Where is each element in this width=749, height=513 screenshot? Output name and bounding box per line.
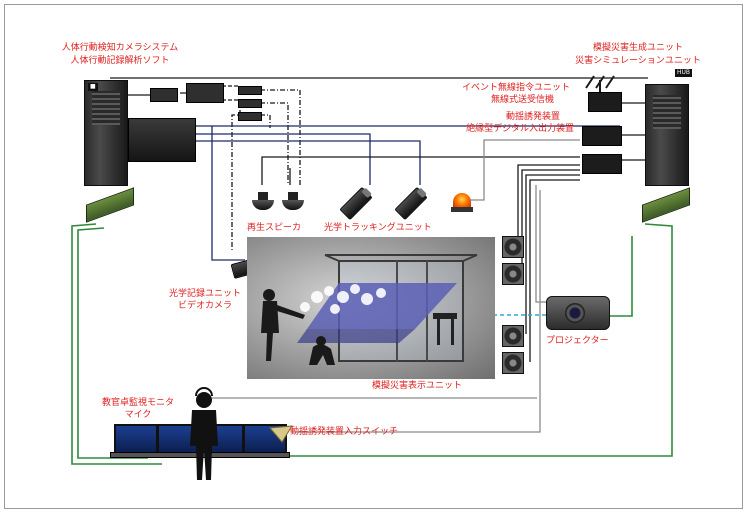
agitation-device-label: 動揺誘発装置 <box>505 112 560 122</box>
switch-icon <box>268 425 293 443</box>
left-pc-badge: ■ <box>88 83 98 91</box>
behavior-software-label: 人体行動記録解析ソフト <box>70 56 170 66</box>
wire-spk-1 <box>517 164 580 245</box>
warning-beacon-icon <box>451 193 473 212</box>
monitor-1 <box>114 424 158 454</box>
wire-dashed-6 <box>231 100 241 250</box>
left-converter-3 <box>238 112 262 121</box>
disaster-sim-unit-label: 災害シミュレーションユニット <box>575 56 701 66</box>
wireless-transceiver-device <box>588 92 622 112</box>
wire-navy-4 <box>211 126 245 261</box>
wire-spk-2 <box>521 169 580 272</box>
wire-green-right <box>240 223 673 457</box>
left-hub <box>150 88 178 102</box>
side-speaker-2 <box>502 263 524 285</box>
camera-system-label: 人体行動検知カメラシステム <box>61 43 179 53</box>
projector-label: プロジェクター <box>546 336 609 346</box>
microphone-label: マイク <box>124 410 152 420</box>
wire-spk-3 <box>525 174 580 334</box>
wire-gray-projector <box>535 185 548 303</box>
wire-gray-switch <box>295 190 541 433</box>
agitation-switch-label: 動揺誘発装置入力スイッチ <box>290 427 399 437</box>
wire-dashed-4 <box>260 102 289 185</box>
diagram-frame <box>4 4 743 509</box>
instructor-silhouette <box>190 387 218 480</box>
optical-record-unit-label: 光学記録ユニット <box>168 289 241 299</box>
wire-green-projector <box>610 236 633 317</box>
wire-green-left <box>71 223 162 465</box>
antenna-icon <box>585 75 615 92</box>
side-speaker-3 <box>502 325 524 347</box>
wire-io-to-beacon <box>470 139 580 201</box>
wire-navy-2 <box>195 140 421 185</box>
wireless-transceiver-label: 無線式送受信機 <box>490 95 554 105</box>
agitation-device-box <box>582 126 622 146</box>
wire-green-left-2 <box>77 227 148 459</box>
playback-speaker-label: 再生スピーカ <box>247 223 302 233</box>
left-pc-tower: ■ <box>84 80 128 186</box>
left-device-box <box>128 118 196 162</box>
wire-navy-1 <box>195 133 371 185</box>
left-controller <box>186 83 224 103</box>
disaster-gen-unit-label: 模擬災害生成ユニット <box>592 43 683 53</box>
isolated-digital-io-label: 絶縁型デジタル入出力装置 <box>466 124 574 134</box>
video-camera-label: ビデオカメラ <box>177 301 232 311</box>
playback-speaker-1 <box>252 192 274 212</box>
instructor-monitor-label: 教官卓監視モニタ <box>101 398 174 408</box>
disaster-display-scene <box>247 237 495 379</box>
left-converter-1 <box>238 86 262 95</box>
wire-dashed-3 <box>260 89 301 185</box>
disaster-display-unit-label: 模擬災害表示ユニット <box>372 381 463 391</box>
optical-tracking-unit-label: 光学トラッキングユニット <box>324 223 432 233</box>
wire-spk-4 <box>529 179 580 362</box>
right-pc-tower <box>645 84 689 186</box>
hub-tag: HUB <box>675 69 693 77</box>
side-speaker-1 <box>502 236 524 258</box>
digital-io-box <box>582 154 622 174</box>
projector-icon <box>546 296 610 330</box>
playback-speaker-2 <box>282 192 304 212</box>
side-speaker-4 <box>502 352 524 374</box>
event-wireless-unit-label: イベント無線指令ユニット <box>461 83 570 93</box>
scene-illustration <box>261 254 478 365</box>
left-converter-2 <box>238 99 262 108</box>
wire-dashed-5 <box>260 114 271 128</box>
wire-speaker-bus <box>261 156 580 185</box>
